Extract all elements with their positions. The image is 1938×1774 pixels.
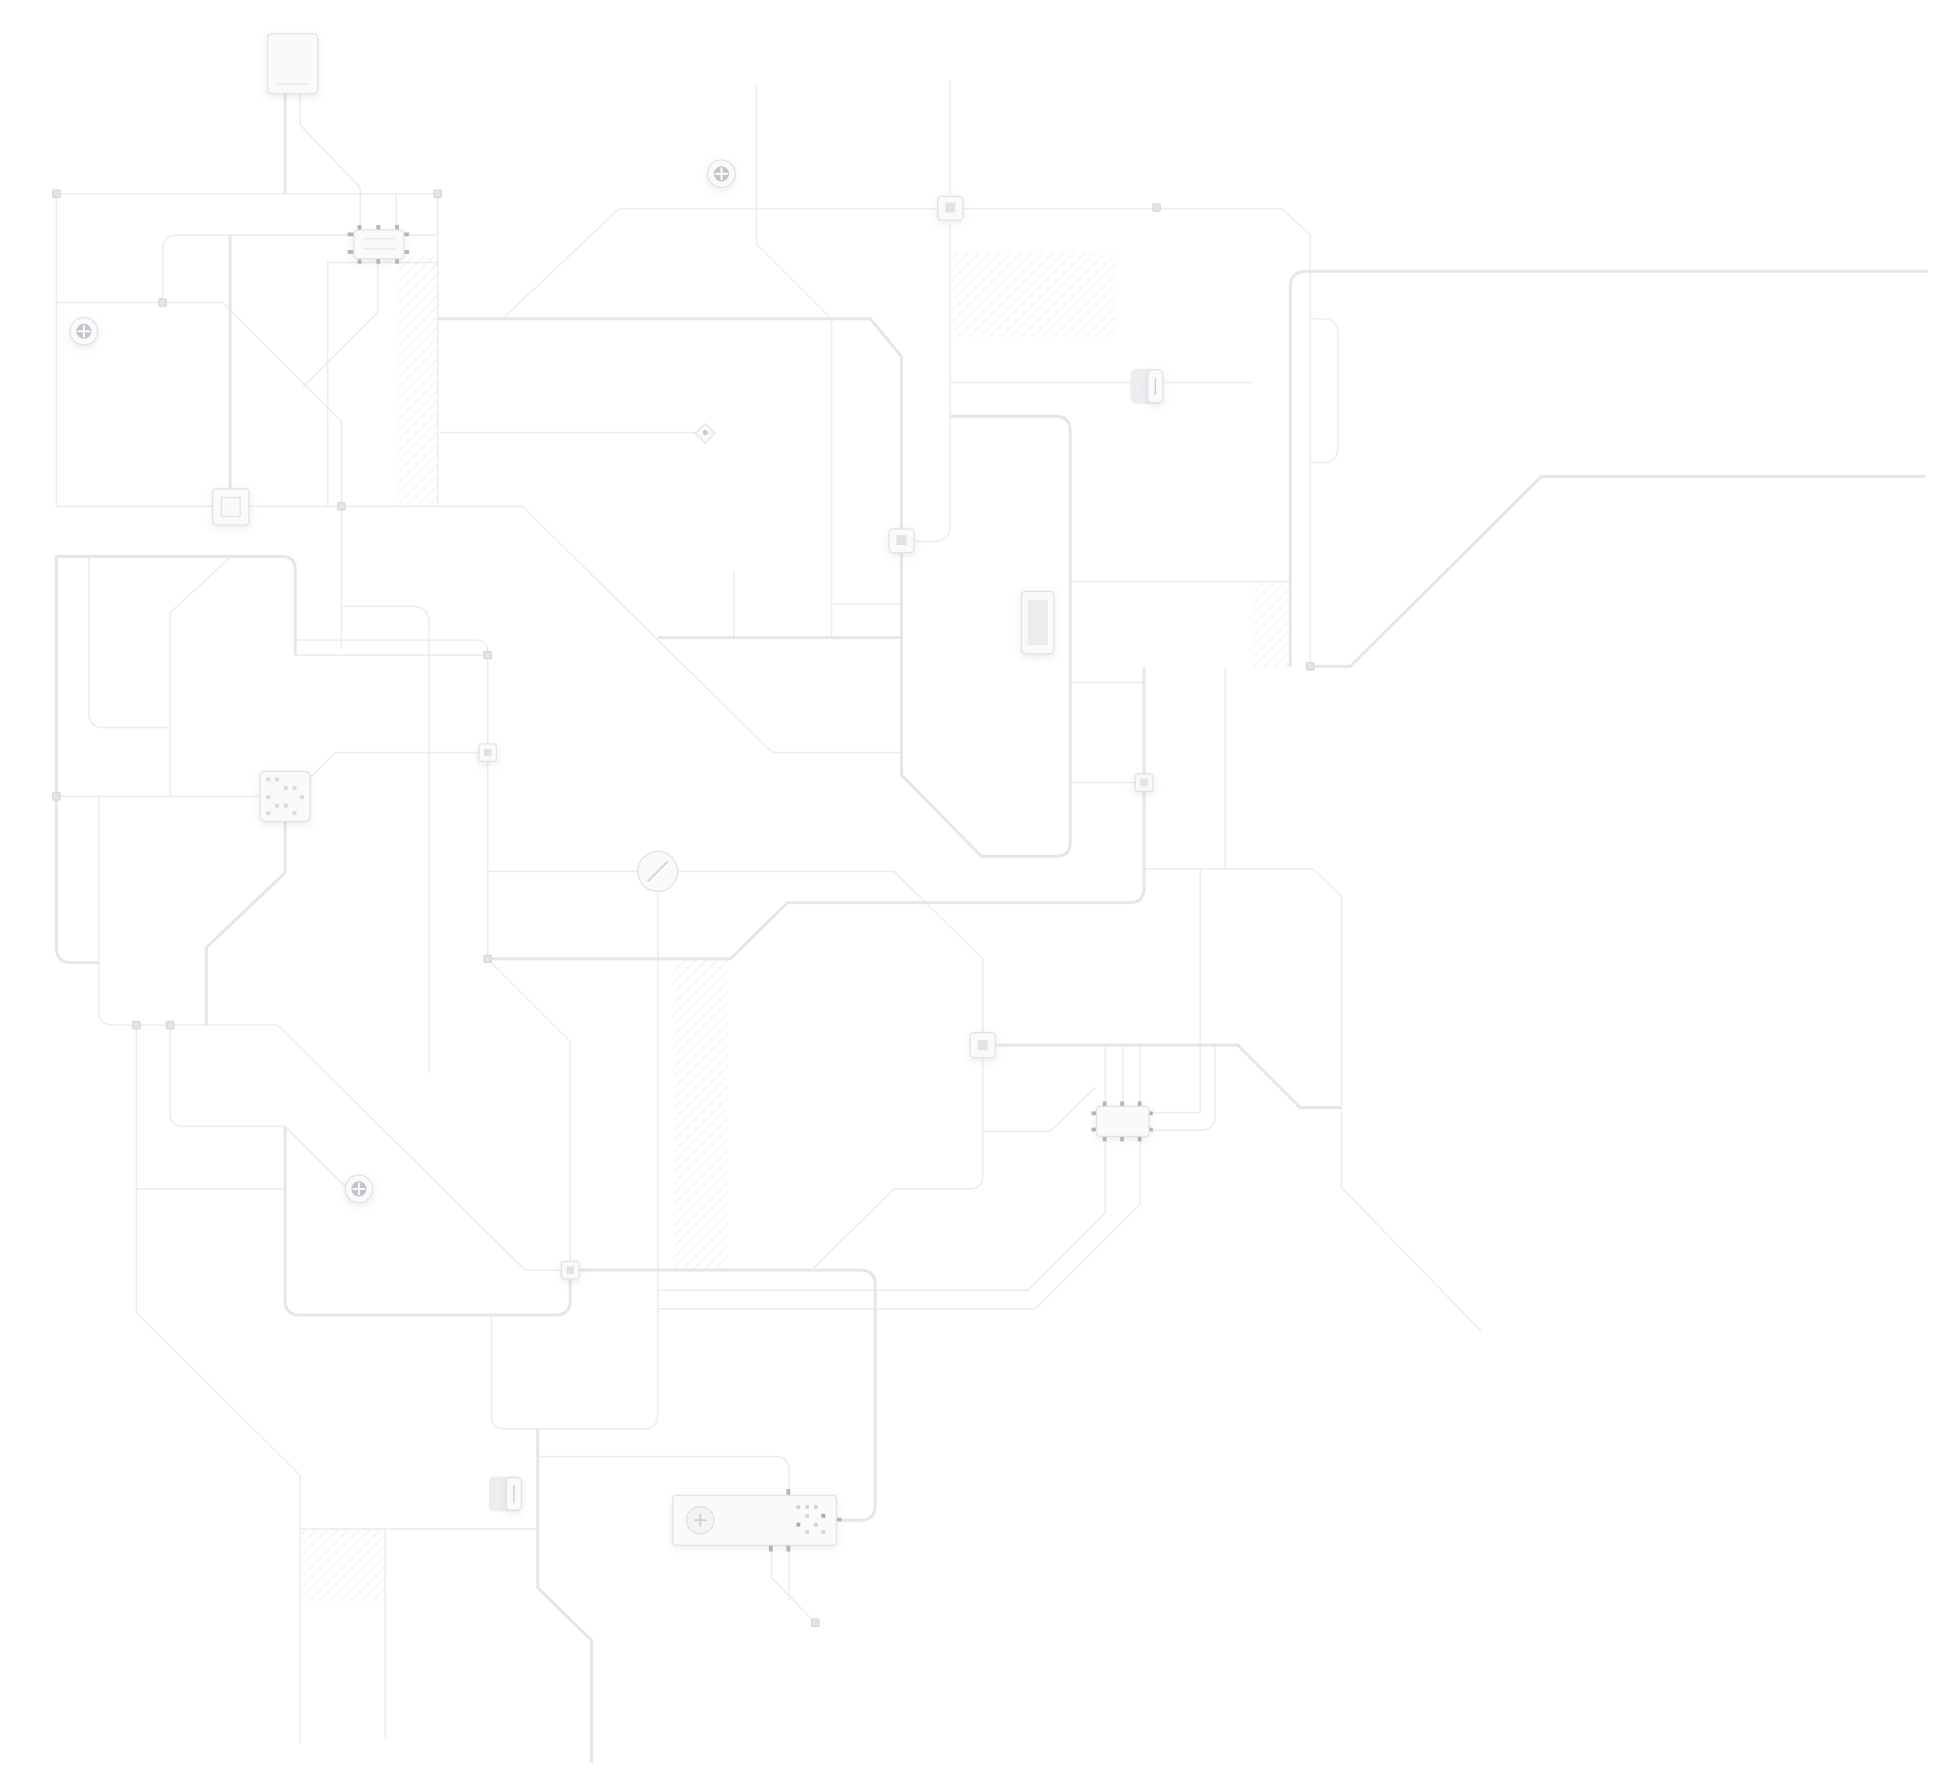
chip-icon bbox=[1091, 1101, 1153, 1142]
component-top-card bbox=[267, 33, 319, 95]
bold-traces bbox=[54, 93, 1928, 1763]
via-nodes bbox=[478, 195, 1154, 1280]
diamond-node-icon bbox=[694, 422, 716, 445]
grid-chip-icon bbox=[259, 770, 311, 822]
chip-icon bbox=[347, 225, 409, 264]
square-node-icon bbox=[212, 488, 250, 526]
junction-nodes bbox=[52, 189, 1315, 1627]
plus-node-icon bbox=[69, 316, 99, 346]
plus-node-icon bbox=[344, 1174, 374, 1204]
capacitor-icon bbox=[1020, 590, 1055, 655]
module-board bbox=[672, 1488, 842, 1552]
slash-node-icon bbox=[637, 850, 679, 893]
thin-traces bbox=[55, 81, 1483, 1744]
switch-icon bbox=[488, 1476, 523, 1512]
hatched-zones bbox=[301, 252, 1291, 1602]
plus-node-icon bbox=[707, 159, 736, 189]
switch-icon bbox=[1130, 368, 1164, 404]
